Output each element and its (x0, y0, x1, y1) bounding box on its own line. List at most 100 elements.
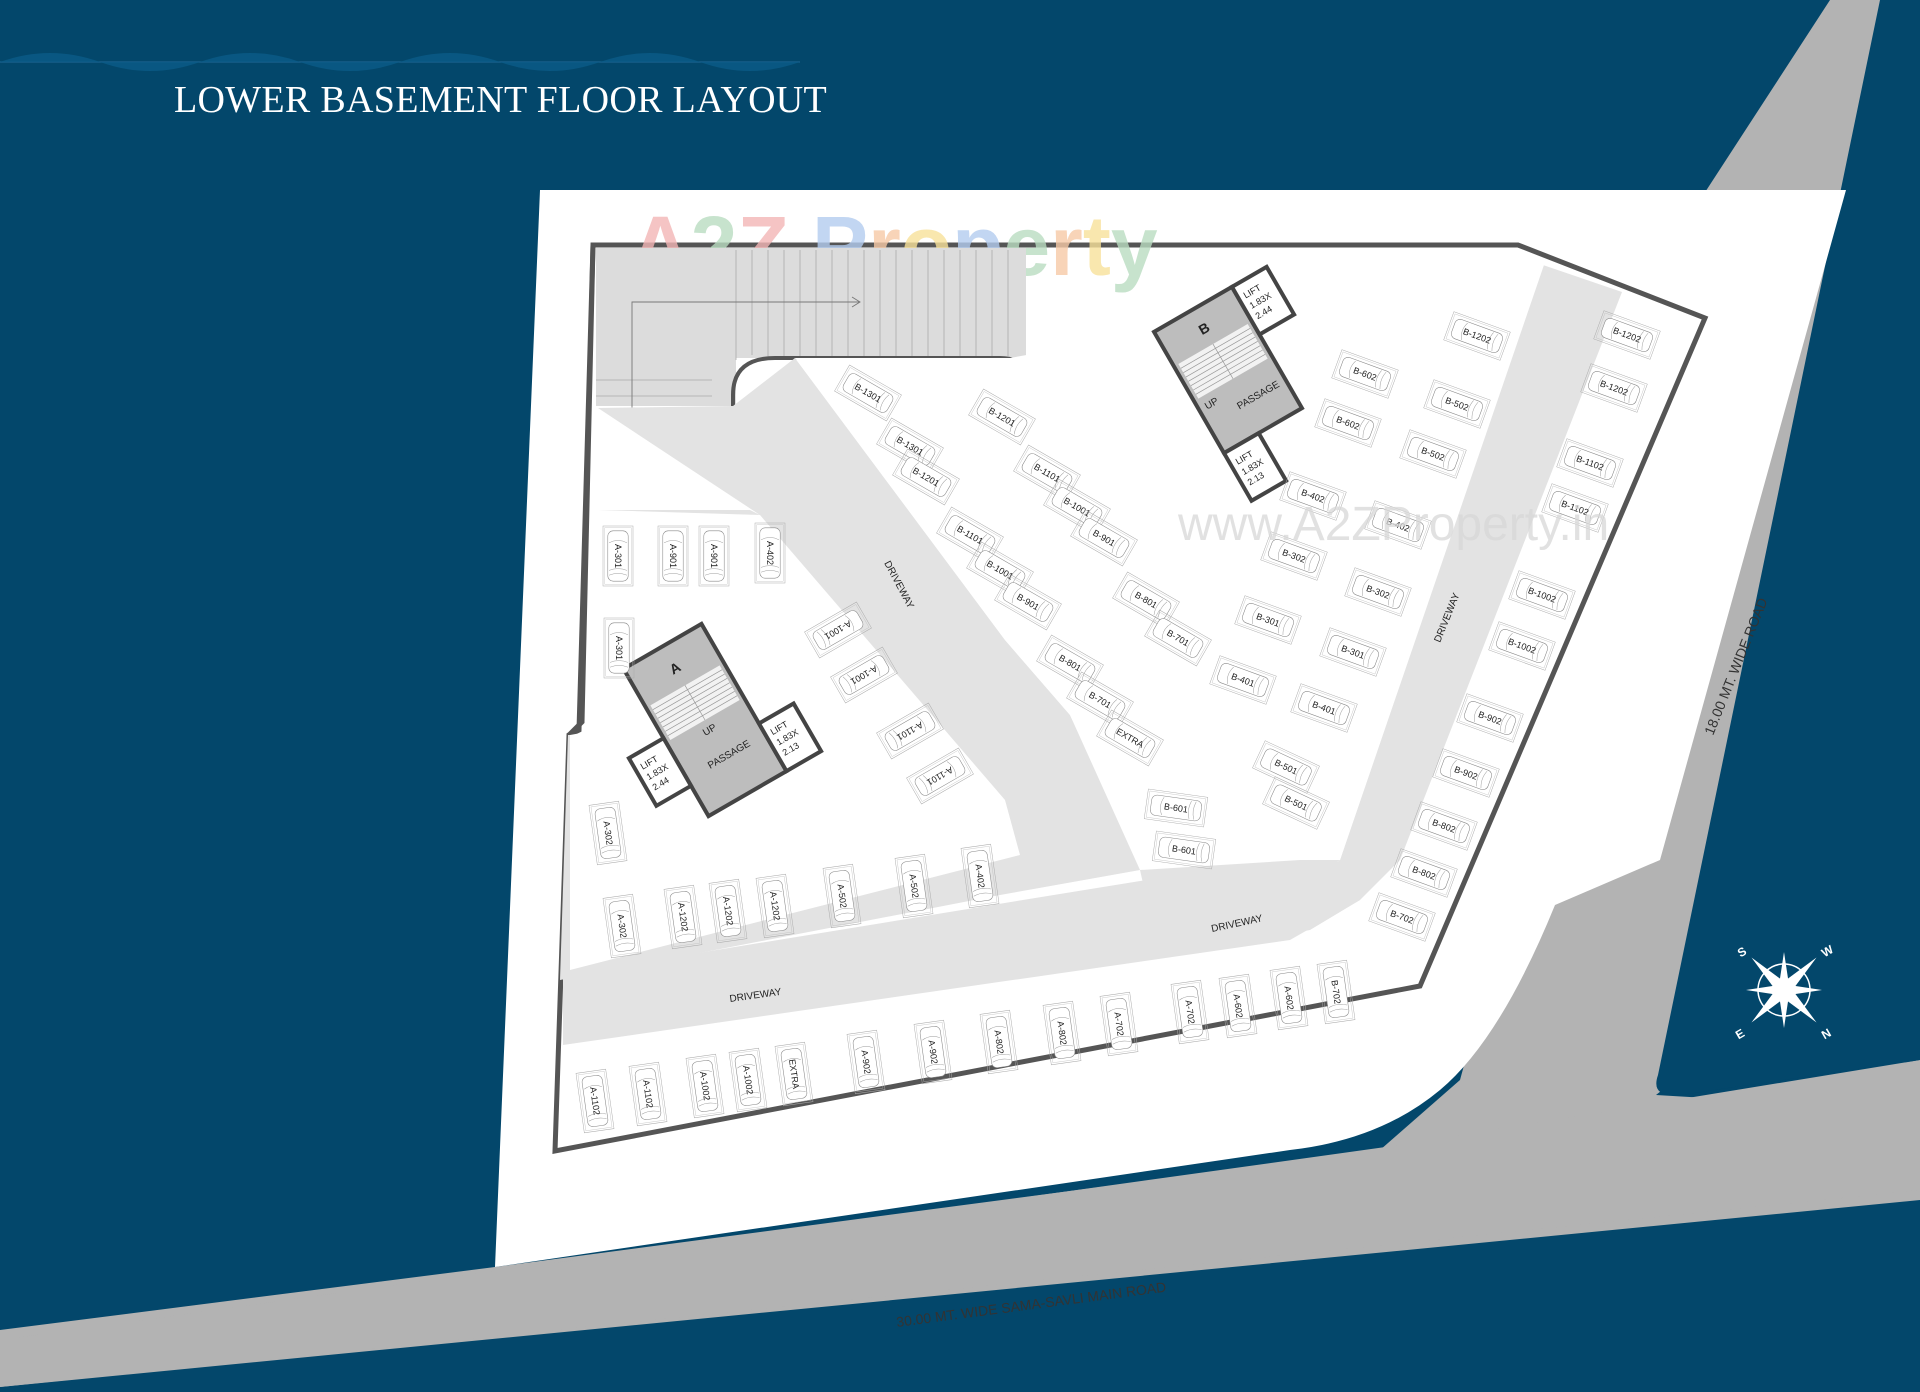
parking-spot-label: A-502 (835, 883, 848, 908)
parking-spot: B-1001 (966, 541, 1034, 599)
parking-spot: B-801 (1112, 571, 1180, 629)
wave-decoration (0, 53, 800, 71)
parking-spot: A-1102 (575, 1068, 615, 1134)
parking-spot: A-901 (657, 525, 689, 587)
parking-spot: B-401 (1209, 655, 1277, 705)
parking-spot: B-701 (1066, 671, 1134, 729)
parking-spot-label: A-502 (907, 873, 920, 898)
parking-spot-label: B-601 (1163, 801, 1188, 814)
parking-spot-label: A-302 (601, 820, 614, 845)
parking-spot-label: A-802 (992, 1029, 1005, 1054)
parking-spot: B-301 (1319, 627, 1387, 677)
parking-spot: A-301 (603, 617, 635, 679)
parking-spot-label: A-402 (765, 541, 775, 565)
parking-spot: B-902 (1432, 748, 1500, 798)
parking-spot: A-901 (698, 525, 730, 587)
parking-spot-label: A-602 (1282, 985, 1295, 1010)
parking-spot: A-301 (602, 525, 634, 587)
parking-spot: A-502 (894, 853, 934, 919)
parking-spot: EXTRA (1096, 709, 1164, 767)
parking-spot: B-702 (1316, 959, 1356, 1025)
parking-spot: A-602 (1269, 965, 1309, 1031)
parking-spot: A-1001 (830, 646, 898, 704)
parking-spot: B-801 (1036, 634, 1104, 692)
parking-spot: B-1202 (1593, 310, 1661, 360)
parking-spot: A-702 (1170, 979, 1210, 1045)
parking-spot: EXTRA (774, 1041, 814, 1107)
parking-spot: B-1102 (1541, 483, 1609, 533)
parking-spot-label: A-602 (1231, 993, 1244, 1018)
parking-spot-label: A-901 (709, 544, 719, 568)
parking-spot: B-602 (1314, 398, 1382, 448)
parking-spot: B-302 (1344, 567, 1412, 617)
parking-spot-label: A-902 (859, 1049, 872, 1074)
parking-spot: A-1001 (804, 601, 872, 659)
parking-spot-label: B-702 (1329, 979, 1342, 1004)
core-a-lift-1 (626, 735, 694, 809)
parking-spot: B-602 (1331, 349, 1399, 399)
parking-spot: A-802 (1042, 1000, 1082, 1066)
parking-spot: B-1201 (892, 448, 960, 506)
parking-spot-label: A-302 (615, 913, 628, 938)
core-a-lift-2 (756, 700, 824, 774)
watermark-url: www.A2ZProperty.in (1177, 498, 1609, 551)
parking-spot: B-802 (1390, 848, 1458, 898)
core-b-lift-1 (1229, 264, 1297, 338)
parking-spot: A-602 (1218, 973, 1258, 1039)
parking-spot: A-902 (846, 1029, 886, 1095)
parking-spot: A-1101 (906, 747, 974, 805)
parking-spot: B-1002 (1488, 621, 1556, 671)
core-b: B UP PASSAGE LIFT 1.83X 2.44 LIFT 1.83X … (1151, 264, 1305, 504)
parking-spot: A-402 (960, 843, 1000, 909)
parking-spot: A-302 (588, 800, 628, 866)
parking-spot: B-1201 (968, 388, 1036, 446)
parking-spot: B-502 (1399, 429, 1467, 479)
parking-spot: A-1101 (876, 702, 944, 760)
parking-spot: A-302 (602, 893, 642, 959)
parking-spot: B-502 (1423, 379, 1491, 429)
parking-spot: B-1202 (1580, 363, 1648, 413)
parking-spot: A-702 (1099, 991, 1139, 1057)
parking-spot-label: A-301 (614, 636, 624, 660)
parking-spot: B-301 (1234, 595, 1302, 645)
parking-spot: A-1102 (628, 1061, 668, 1127)
parking-spot: B-402 (1364, 500, 1432, 550)
parking-spot-label: A-902 (926, 1039, 939, 1064)
parking-spot: B-701 (1144, 609, 1212, 667)
parking-spot: A-502 (822, 863, 862, 929)
parking-spot: B-601 (1151, 830, 1217, 870)
parking-spot-label: A-901 (668, 544, 678, 568)
parking-spot: B-702 (1368, 892, 1436, 942)
page-title: LOWER BASEMENT FLOOR LAYOUT (174, 79, 828, 121)
parking-spot: B-901 (1070, 509, 1138, 567)
parking-spot: A-1202 (663, 884, 703, 950)
parking-spot: B-1002 (1508, 570, 1576, 620)
parking-spot-label: A-802 (1055, 1020, 1068, 1045)
parking-spot-label: A-1002 (741, 1065, 755, 1095)
parking-spot: B-1301 (876, 417, 944, 475)
parking-spot: B-1301 (834, 364, 902, 422)
parking-spot-label: A-1202 (676, 902, 690, 932)
parking-spot-label: B-601 (1171, 843, 1196, 856)
parking-spot-label: A-1102 (641, 1079, 655, 1108)
core-a: A UP PASSAGE LIFT 1.83X 2.44 LIFT 1.83X … (620, 621, 824, 819)
parking-spot: B-1101 (936, 506, 1004, 564)
parking-spot-label: A-1202 (721, 896, 735, 926)
entry-ramp: UP (596, 248, 1028, 420)
parking-spot-label: A-702 (1112, 1011, 1125, 1036)
parking-spot: B-802 (1410, 801, 1478, 851)
parking-spot: B-401 (1290, 683, 1358, 733)
parking-spot: B-1202 (1443, 311, 1511, 361)
parking-spot: A-902 (913, 1019, 953, 1085)
parking-spot: B-501 (1252, 740, 1320, 794)
parking-spot: B-501 (1262, 776, 1330, 830)
parking-spot-label: A-702 (1183, 999, 1196, 1024)
parking-spot-label: A-1002 (698, 1071, 712, 1101)
parking-spot-label: A-301 (613, 544, 623, 568)
parking-spot: B-402 (1279, 471, 1347, 521)
parking-spot: A-402 (754, 522, 786, 584)
parking-spot: B-1101 (1013, 444, 1081, 502)
